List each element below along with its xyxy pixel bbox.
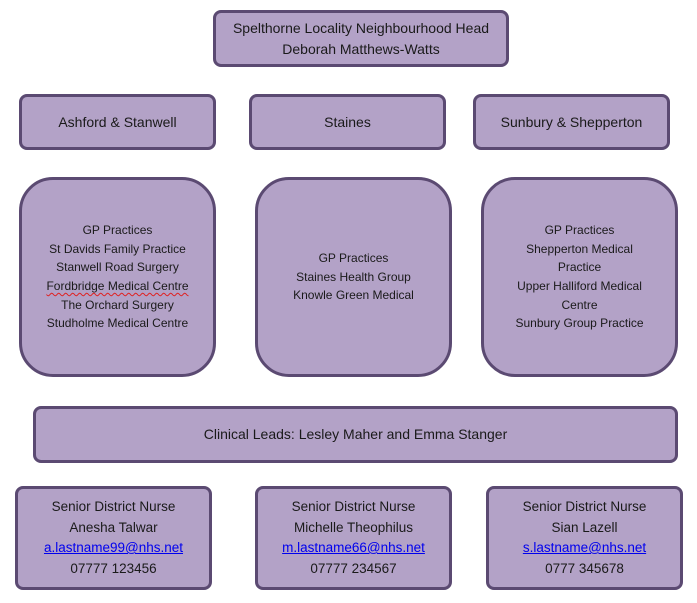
practice-line: Studholme Medical Centre xyxy=(46,316,189,331)
practice-line: The Orchard Surgery xyxy=(61,297,174,312)
locality-label: Sunbury & Shepperton xyxy=(500,113,643,130)
nurse-role: Senior District Nurse xyxy=(522,499,647,514)
head-name: Deborah Matthews-Watts xyxy=(282,40,440,57)
practices-ashford-stanwell: GP Practices St Davids Family Practice S… xyxy=(19,177,216,377)
practice-line: Knowle Green Medical xyxy=(293,288,414,303)
practice-line: Staines Health Group xyxy=(296,269,411,284)
clinical-leads-box: Clinical Leads: Lesley Maher and Emma St… xyxy=(33,406,678,463)
practice-line: Practice xyxy=(557,260,602,275)
practice-line: Sunbury Group Practice xyxy=(515,316,644,331)
practice-line: St Davids Family Practice xyxy=(49,241,186,256)
nurse-box-staines: Senior District Nurse Michelle Theophilu… xyxy=(255,486,452,590)
nurse-phone: 07777 234567 xyxy=(310,560,397,576)
locality-staines: Staines xyxy=(249,94,446,150)
nurse-name: Anesha Talwar xyxy=(69,519,158,535)
locality-sunbury-shepperton: Sunbury & Shepperton xyxy=(473,94,670,150)
practice-line: Fordbridge Medical Centre xyxy=(46,279,189,293)
clinical-leads-text: Clinical Leads: Lesley Maher and Emma St… xyxy=(203,426,508,442)
nurse-name: Sian Lazell xyxy=(551,519,618,535)
locality-label: Ashford & Stanwell xyxy=(58,113,177,130)
locality-head-box: Spelthorne Locality Neighbourhood Head D… xyxy=(213,10,509,67)
nurse-name: Michelle Theophilus xyxy=(293,519,414,535)
practice-line: Stanwell Road Surgery xyxy=(56,260,179,275)
nurse-role: Senior District Nurse xyxy=(291,499,416,514)
nurse-box-ashford: Senior District Nurse Anesha Talwar a.la… xyxy=(15,486,212,590)
nurse-email-link[interactable]: s.lastname@nhs.net xyxy=(522,540,647,555)
locality-ashford-stanwell: Ashford & Stanwell xyxy=(19,94,216,150)
nurse-phone: 0777 345678 xyxy=(545,560,624,576)
nurse-box-sunbury: Senior District Nurse Sian Lazell s.last… xyxy=(486,486,683,590)
practice-line: Shepperton Medical xyxy=(526,241,633,256)
practice-line: GP Practices xyxy=(82,223,153,238)
nurse-email-link[interactable]: m.lastname66@nhs.net xyxy=(282,540,425,555)
practice-line: Upper Halliford Medical xyxy=(517,279,642,293)
practice-line: GP Practices xyxy=(544,223,615,238)
nurse-role: Senior District Nurse xyxy=(51,499,176,514)
practices-staines: GP Practices Staines Health Group Knowle… xyxy=(255,177,452,377)
nurse-phone: 07777 123456 xyxy=(70,560,157,576)
head-title: Spelthorne Locality Neighbourhood Head xyxy=(232,19,490,36)
practice-line: GP Practices xyxy=(318,251,389,266)
locality-label: Staines xyxy=(324,113,371,130)
practice-line: Centre xyxy=(561,297,598,312)
nurse-email-link[interactable]: a.lastname99@nhs.net xyxy=(43,540,184,555)
practices-sunbury-shepperton: GP Practices Shepperton Medical Practice… xyxy=(481,177,678,377)
